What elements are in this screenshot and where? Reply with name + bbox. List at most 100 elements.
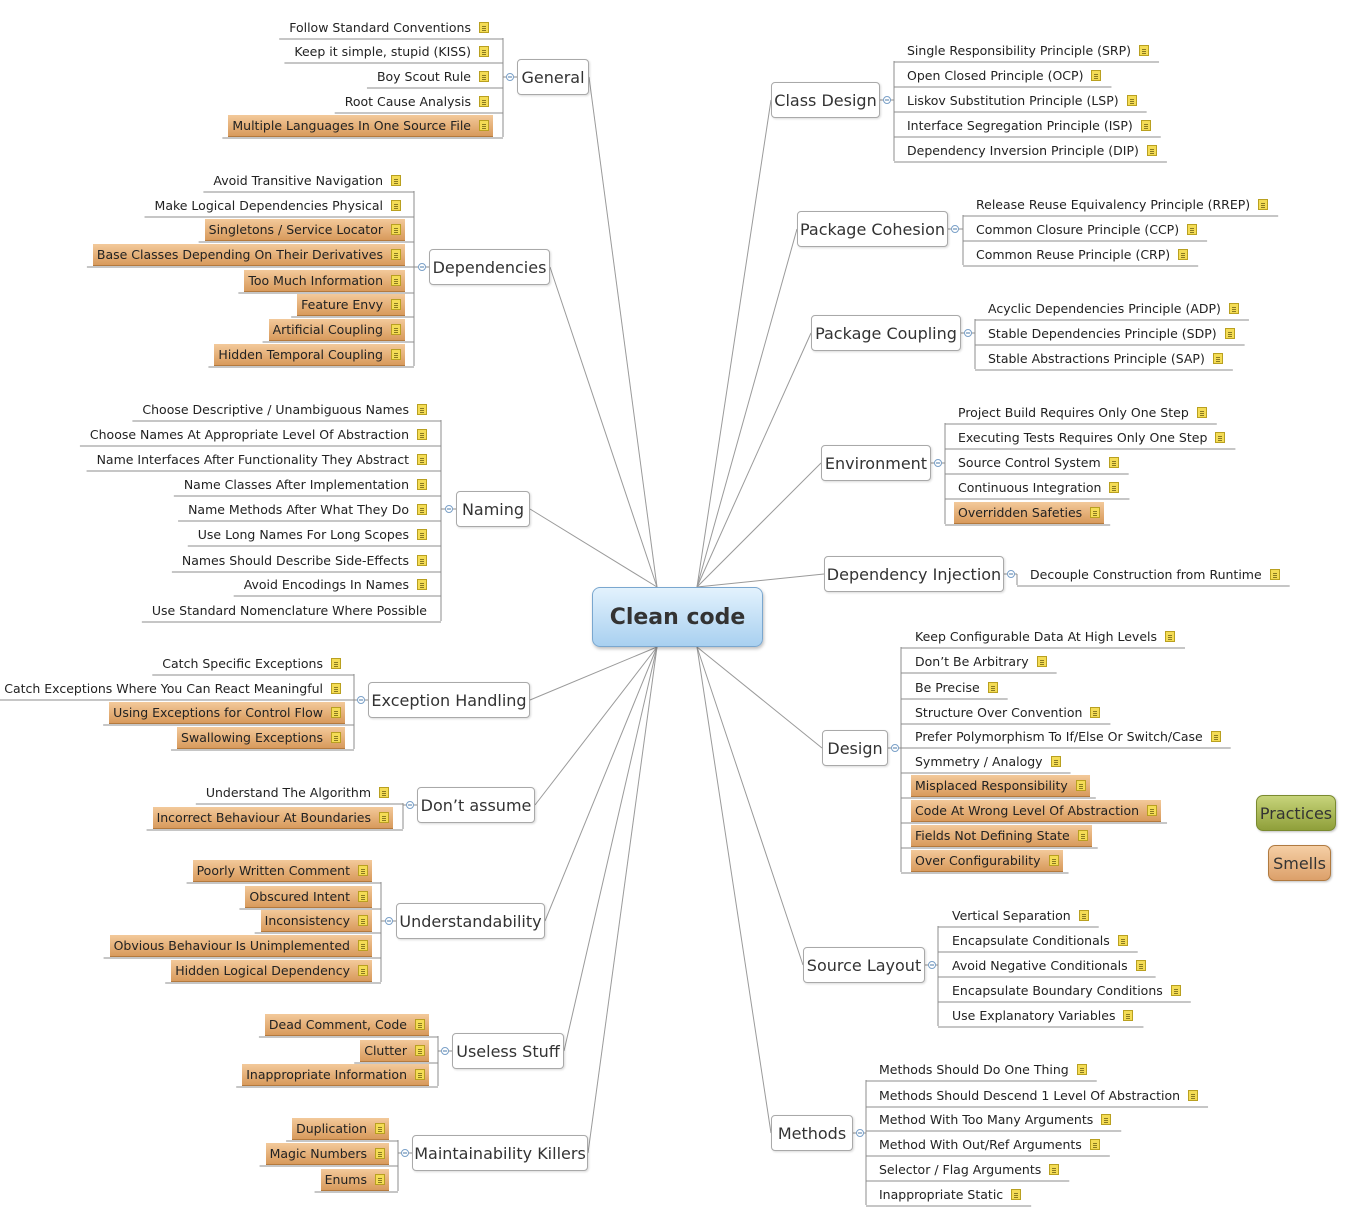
note-icon[interactable]	[1109, 481, 1120, 493]
note-icon[interactable]	[1089, 1138, 1100, 1150]
note-icon[interactable]	[1011, 1188, 1022, 1200]
dependencies-branch[interactable]: Dependencies	[429, 249, 550, 285]
note-icon[interactable]	[417, 578, 427, 590]
useless-stuff-branch[interactable]: Useless Stuff	[452, 1033, 564, 1069]
note-icon[interactable]	[391, 224, 401, 235]
note-icon[interactable]	[479, 95, 489, 107]
note-icon[interactable]	[358, 965, 368, 976]
note-icon[interactable]	[1091, 69, 1102, 81]
package-coupling-topic-0[interactable]: Acyclic Dependencies Principle (ADP)	[984, 297, 1243, 319]
dependencies-topic-2[interactable]: Singletons / Service Locator	[204, 219, 405, 241]
note-icon[interactable]	[417, 403, 427, 415]
note-icon[interactable]	[358, 865, 368, 876]
note-icon[interactable]	[1123, 1009, 1134, 1021]
design-topic-4[interactable]: Prefer Polymorphism To If/Else Or Switch…	[911, 725, 1225, 747]
note-icon[interactable]	[1147, 805, 1158, 816]
exception-handling-topic-0[interactable]: Catch Specific Exceptions	[158, 652, 345, 674]
package-coupling-topic-2[interactable]: Stable Abstractions Principle (SAP)	[984, 347, 1227, 369]
useless-stuff-topic-1[interactable]: Clutter	[360, 1040, 429, 1062]
design-topic-1[interactable]: Don’t Be Arbitrary	[911, 650, 1051, 672]
design-branch[interactable]: Design	[822, 730, 888, 766]
note-icon[interactable]	[358, 940, 368, 951]
understandability-branch[interactable]: Understandability	[396, 903, 545, 939]
note-icon[interactable]	[391, 324, 401, 335]
exception-handling-branch[interactable]: Exception Handling	[368, 682, 530, 718]
note-icon[interactable]	[391, 299, 401, 310]
understandability-topic-3[interactable]: Obvious Behaviour Is Unimplemented	[109, 935, 372, 957]
useless-stuff-topic-2[interactable]: Inappropriate Information	[242, 1064, 429, 1086]
note-icon[interactable]	[379, 812, 389, 823]
note-icon[interactable]	[1140, 119, 1151, 131]
note-icon[interactable]	[417, 554, 427, 566]
note-icon[interactable]	[479, 70, 489, 82]
environment-topic-4[interactable]: Overridden Safeties	[954, 502, 1105, 524]
source-layout-topic-3[interactable]: Encapsulate Boundary Conditions	[948, 979, 1185, 1001]
environment-topic-3[interactable]: Continuous Integration	[954, 476, 1123, 498]
note-icon[interactable]	[375, 1148, 385, 1159]
naming-topic-4[interactable]: Name Methods After What They Do	[184, 498, 431, 520]
note-icon[interactable]	[1101, 1113, 1112, 1125]
useless-stuff-topic-0[interactable]: Dead Comment, Code	[264, 1014, 429, 1036]
naming-topic-6[interactable]: Names Should Describe Side-Effects	[178, 549, 431, 571]
dependency-injection-branch[interactable]: Dependency Injection	[824, 556, 1004, 592]
understandability-topic-4[interactable]: Hidden Logical Dependency	[171, 960, 372, 982]
understandability-topic-0[interactable]: Poorly Written Comment	[192, 860, 372, 882]
note-icon[interactable]	[1224, 327, 1235, 339]
design-topic-7[interactable]: Code At Wrong Level Of Abstraction	[911, 800, 1162, 822]
package-cohesion-topic-1[interactable]: Common Closure Principle (CCP)	[972, 218, 1201, 240]
dont-assume-topic-1[interactable]: Incorrect Behaviour At Boundaries	[152, 807, 393, 829]
design-topic-8[interactable]: Fields Not Defining State	[911, 825, 1092, 847]
note-icon[interactable]	[1090, 706, 1101, 718]
note-icon[interactable]	[391, 349, 401, 360]
design-topic-9[interactable]: Over Configurability	[911, 850, 1063, 872]
dependencies-topic-4[interactable]: Too Much Information	[244, 270, 405, 292]
general-topic-1[interactable]: Keep it simple, stupid (KISS)	[290, 40, 493, 62]
note-icon[interactable]	[417, 453, 427, 465]
source-layout-topic-1[interactable]: Encapsulate Conditionals	[948, 929, 1132, 951]
note-icon[interactable]	[1215, 431, 1226, 443]
note-icon[interactable]	[391, 275, 401, 286]
maintainability-killers-topic-2[interactable]: Enums	[320, 1169, 389, 1191]
naming-topic-5[interactable]: Use Long Names For Long Scopes	[194, 523, 431, 545]
package-cohesion-topic-0[interactable]: Release Reuse Equivalency Principle (RRE…	[972, 193, 1272, 215]
maintainability-killers-topic-1[interactable]: Magic Numbers	[265, 1143, 389, 1165]
source-layout-branch[interactable]: Source Layout	[803, 947, 925, 983]
environment-topic-2[interactable]: Source Control System	[954, 451, 1123, 473]
note-icon[interactable]	[1090, 507, 1101, 518]
methods-topic-4[interactable]: Selector / Flag Arguments	[875, 1158, 1063, 1180]
central-topic[interactable]: Clean code	[592, 587, 763, 647]
package-cohesion-branch[interactable]: Package Cohesion	[797, 211, 948, 247]
exception-handling-topic-3[interactable]: Swallowing Exceptions	[177, 727, 345, 749]
class-design-topic-3[interactable]: Interface Segregation Principle (ISP)	[903, 114, 1155, 136]
note-icon[interactable]	[1187, 223, 1198, 235]
design-topic-6[interactable]: Misplaced Responsibility	[911, 775, 1090, 797]
package-coupling-topic-1[interactable]: Stable Dependencies Principle (SDP)	[984, 322, 1239, 344]
maintainability-killers-branch[interactable]: Maintainability Killers	[412, 1135, 588, 1171]
note-icon[interactable]	[1178, 248, 1189, 260]
dependencies-topic-3[interactable]: Base Classes Depending On Their Derivati…	[92, 244, 405, 266]
note-icon[interactable]	[415, 1069, 425, 1080]
note-icon[interactable]	[1228, 302, 1239, 314]
note-icon[interactable]	[1077, 830, 1088, 841]
note-icon[interactable]	[417, 478, 427, 490]
note-icon[interactable]	[331, 707, 341, 718]
note-icon[interactable]	[1049, 1163, 1060, 1175]
dependencies-topic-5[interactable]: Feature Envy	[297, 294, 405, 316]
dependency-injection-topic-0[interactable]: Decouple Construction from Runtime	[1026, 563, 1284, 585]
note-icon[interactable]	[1126, 94, 1137, 106]
note-icon[interactable]	[1258, 198, 1269, 210]
general-topic-0[interactable]: Follow Standard Conventions	[285, 16, 493, 38]
note-icon[interactable]	[1196, 406, 1207, 418]
methods-topic-2[interactable]: Method With Too Many Arguments	[875, 1108, 1115, 1130]
note-icon[interactable]	[1135, 959, 1146, 971]
note-icon[interactable]	[1170, 984, 1181, 996]
note-icon[interactable]	[358, 915, 368, 926]
note-icon[interactable]	[1036, 655, 1047, 667]
exception-handling-topic-2[interactable]: Using Exceptions for Control Flow	[109, 702, 345, 724]
class-design-topic-2[interactable]: Liskov Substitution Principle (LSP)	[903, 89, 1141, 111]
note-icon[interactable]	[391, 199, 401, 211]
environment-topic-0[interactable]: Project Build Requires Only One Step	[954, 401, 1211, 423]
exception-handling-topic-1[interactable]: Catch Exceptions Where You Can React Mea…	[0, 677, 345, 699]
class-design-topic-0[interactable]: Single Responsibility Principle (SRP)	[903, 39, 1153, 61]
source-layout-topic-4[interactable]: Use Explanatory Variables	[948, 1004, 1137, 1026]
